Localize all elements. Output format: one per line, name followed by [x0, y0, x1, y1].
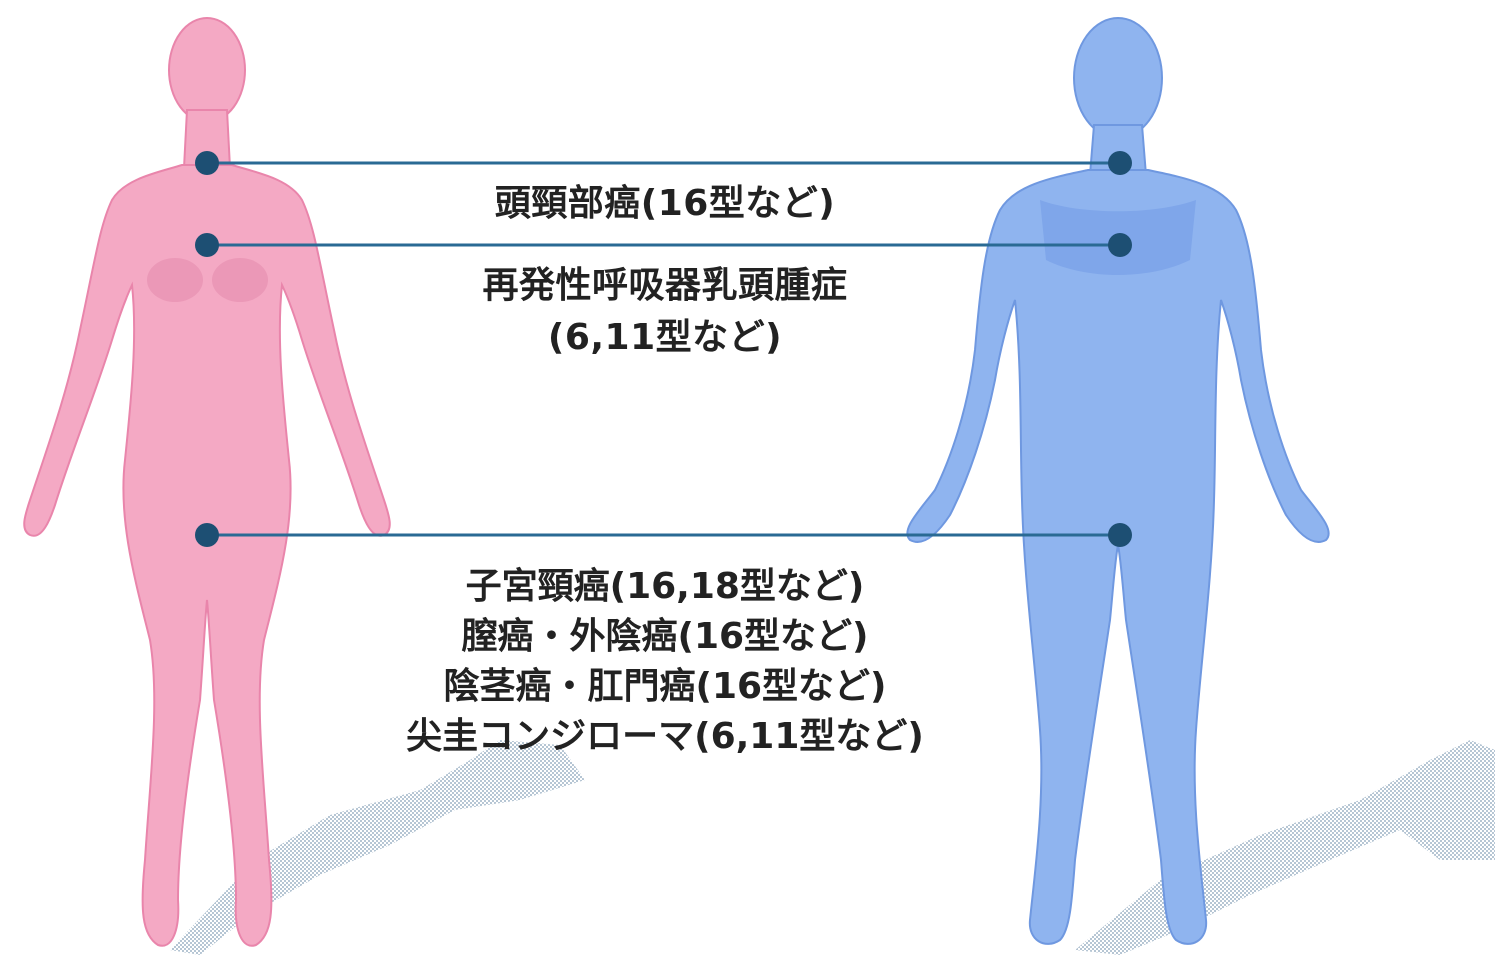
male-shadow [1075, 740, 1495, 955]
male-chest-dot [1108, 233, 1132, 257]
head-neck-cancer-label: 頭頸部癌(16型など) [0, 186, 1330, 222]
rrp-label-line2: (6,11型など) [0, 320, 1330, 356]
female-groin-dot [195, 523, 219, 547]
female-chest-dot [195, 233, 219, 257]
penile-anal-cancer-label: 陰茎癌・肛門癌(16型など) [0, 662, 1330, 712]
male-neck-dot [1108, 151, 1132, 175]
male-groin-dot [1108, 523, 1132, 547]
rrp-label-line1: 再発性呼吸器乳頭腫症 [0, 268, 1330, 304]
female-neck-dot [195, 151, 219, 175]
genital-warts-label: 尖圭コンジローマ(6,11型など) [0, 712, 1330, 762]
vaginal-vulvar-cancer-label: 膣癌・外陰癌(16型など) [0, 612, 1330, 662]
cervical-cancer-label: 子宮頸癌(16,18型など) [0, 562, 1330, 612]
lower-body-disease-list: 子宮頸癌(16,18型など) 膣癌・外陰癌(16型など) 陰茎癌・肛門癌(16型… [0, 562, 1330, 762]
